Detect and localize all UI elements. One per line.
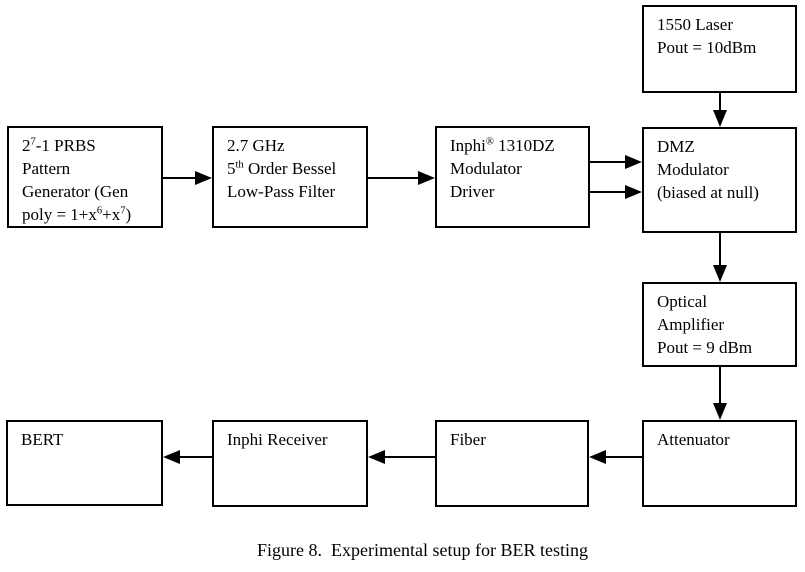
arrow-amp-to-attenuator — [713, 367, 727, 420]
arrow-prbs-to-filter — [163, 171, 212, 185]
block-text-line: BERT — [21, 430, 64, 449]
arrow-filter-to-driver — [368, 171, 435, 185]
block-text-line: Generator (Gen — [22, 182, 129, 201]
block-text-line: Inphi Receiver — [227, 430, 328, 449]
block-text-line: (biased at null) — [657, 183, 759, 202]
arrow-fiber-to-receiver — [368, 450, 435, 464]
arrow-driver-to-dmz-lower — [590, 185, 642, 199]
block-text-line: Pattern — [22, 159, 71, 178]
block-text-line: Low-Pass Filter — [227, 182, 336, 201]
block-text-line: Modulator — [450, 159, 522, 178]
block-text-line: 2.7 GHz — [227, 136, 285, 155]
block-text-line: 27-1 PRBS — [22, 136, 96, 155]
arrow-attenuator-to-fiber — [589, 450, 642, 464]
block-bert: BERT — [6, 420, 163, 506]
block-text-line: Pout = 10dBm — [657, 38, 757, 57]
block-text-line: Amplifier — [657, 315, 725, 334]
block-dmz-modulator: DMZ Modulator (biased at null) — [642, 127, 797, 233]
block-text-line: poly = 1+x6+x7) — [22, 205, 132, 224]
block-text-line: Attenuator — [657, 430, 730, 449]
block-attenuator: Attenuator — [642, 420, 797, 507]
block-text-line: 1550 Laser — [657, 15, 734, 34]
block-text-line: Optical — [657, 292, 708, 311]
arrow-driver-to-dmz-upper — [590, 155, 642, 169]
arrow-receiver-to-bert — [163, 450, 212, 464]
figure-caption: Figure 8. Experimental setup for BER tes… — [257, 540, 588, 560]
block-text-line: 5th Order Bessel — [227, 159, 337, 178]
arrow-dmz-to-amp — [713, 233, 727, 282]
block-text-line: Driver — [450, 182, 495, 201]
block-text-line: Inphi® 1310DZ — [450, 136, 555, 155]
block-text-line: Modulator — [657, 160, 729, 179]
arrow-laser-to-dmz — [713, 93, 727, 127]
block-fiber: Fiber — [435, 420, 589, 507]
block-text-line: Pout = 9 dBm — [657, 338, 753, 357]
block-inphi-receiver: Inphi Receiver — [212, 420, 368, 507]
block-text-line: Fiber — [450, 430, 486, 449]
block-text-line: DMZ — [657, 137, 695, 156]
